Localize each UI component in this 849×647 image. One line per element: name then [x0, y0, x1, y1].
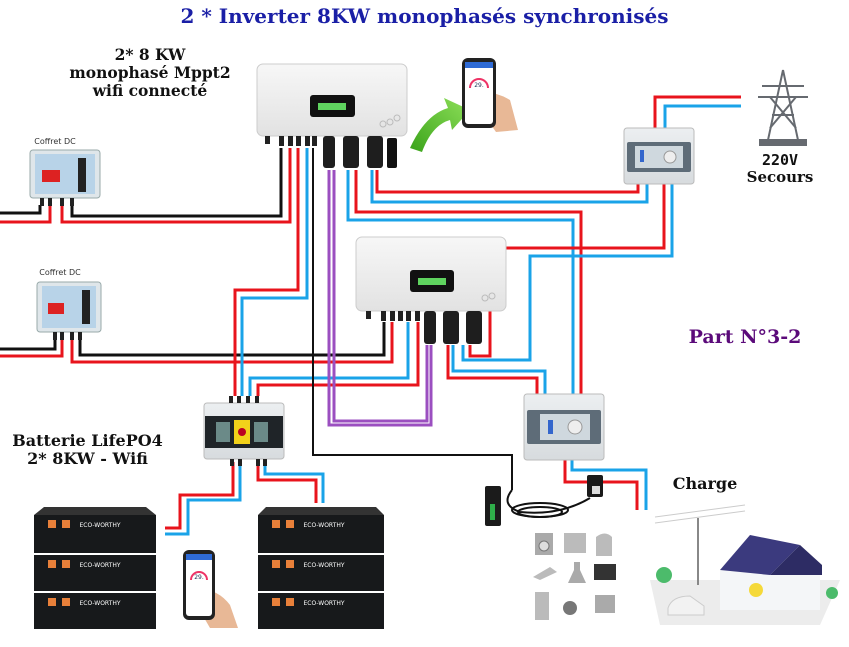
inverter-label-line3: wifi connecté: [92, 80, 208, 100]
wire-grid-red: [653, 95, 741, 128]
oven-icon: [595, 595, 615, 613]
wire-ct-black: [312, 148, 513, 490]
battery-brand-1b: ECO-WORTHY: [79, 562, 120, 569]
wire-bat1-red: [165, 462, 235, 530]
wire-dc1-to-inv1-black: [70, 148, 283, 218]
energy-meter: [485, 486, 501, 526]
wire-dc1-red: [0, 206, 52, 224]
wire-dc2-red: [0, 340, 64, 358]
inverter-2: [355, 236, 507, 344]
phone-app-1: 29.: [462, 58, 518, 132]
wire-grid-blue: [663, 104, 741, 128]
dc-box-1-label: Coffret DC: [34, 137, 76, 146]
wire-bat2-red: [256, 462, 318, 503]
wire-dc2-black: [0, 340, 57, 351]
battery-brand-1c: ECO-WORTHY: [79, 600, 120, 607]
house-illustration: [650, 504, 840, 625]
wires-layer: [0, 95, 741, 536]
ct-clamp: [506, 475, 603, 518]
load-distribution-box: [523, 393, 605, 461]
wire-bat1-blue: [165, 462, 242, 536]
vacuum-icon: [563, 601, 577, 615]
grid-voltage: 220V: [761, 151, 799, 169]
wire-inv1-ac-blue: [370, 170, 649, 204]
app-gauge-value-2: 29.: [194, 574, 204, 581]
tv-icon: [594, 564, 616, 580]
battery-label-line1: Batterie LifePO4: [12, 431, 163, 450]
power-pylon-icon: [758, 69, 808, 146]
wire-inv1-grid-red: [354, 170, 583, 394]
battery-stack-1: ECO-WORTHY ECO-WORTHY ECO-WORTHY: [34, 507, 156, 629]
appliances-icon-grid: [533, 533, 616, 620]
battery-stack-2: ECO-WORTHY ECO-WORTHY ECO-WORTHY: [258, 507, 384, 629]
battery-label-line2: 2* 8KW - Wifi: [27, 449, 148, 469]
wire-load-blue: [570, 460, 648, 510]
wire-inv1-ac-red: [375, 170, 640, 194]
iron-icon: [533, 567, 557, 580]
wire-inv1-bat-blue: [240, 148, 309, 396]
wire-comm-purple-1: [327, 170, 433, 427]
page-title: 2 * Inverter 8KW monophasés synchronisés: [180, 4, 669, 28]
kettle-icon: [596, 533, 612, 556]
backup-distribution-box: [623, 127, 695, 185]
battery-brand-2a: ECO-WORTHY: [303, 522, 344, 529]
inverter-1: [256, 63, 408, 168]
wire-inv2-load-blue: [451, 345, 547, 394]
inverter-label: 2* 8 KW monophasé Mppt2 wifi connecté: [40, 46, 260, 99]
wifi-dongle: [387, 138, 397, 168]
battery-switch-box: [203, 396, 285, 466]
battery-brand-2c: ECO-WORTHY: [303, 600, 344, 607]
wire-dc1-black: [0, 205, 42, 215]
wire-dc1-to-inv1-red: [60, 148, 292, 224]
wire-inv1-grid-blue: [346, 170, 575, 394]
charge-label: Charge: [672, 474, 738, 493]
part-label: Part N°3-2: [688, 326, 802, 348]
phone-app-2: 29.: [183, 550, 238, 628]
inverter-label-line2: monophasé Mppt2: [69, 62, 231, 82]
battery-label: Batterie LifePO4 2* 8KW - Wifi: [0, 431, 175, 469]
dc-combiner-box-2: [36, 281, 102, 340]
battery-brand-2b: ECO-WORTHY: [303, 562, 344, 569]
wire-backup-to-inv2-blue: [461, 184, 674, 362]
grid-label: 220V Secours: [730, 151, 830, 187]
wire-inv2-bat-red: [256, 322, 420, 396]
dc-combiner-box-1: [29, 149, 101, 206]
wire-dc2-to-inv2-black: [78, 322, 386, 357]
battery-brand-1a: ECO-WORTHY: [79, 522, 120, 529]
app-gauge-value: 29.: [474, 82, 484, 89]
hood-icon: [568, 562, 586, 583]
cooktop-icon: [564, 533, 586, 553]
fridge-icon: [535, 592, 549, 620]
wire-inv1-bat-red: [233, 148, 300, 396]
inverter-label-line1: 2* 8 KW: [114, 45, 186, 64]
wire-dc2-to-inv2-red: [70, 322, 394, 364]
wifi-arrow-icon: [410, 98, 470, 152]
wire-inv2-load-red: [446, 345, 539, 394]
wire-bat2-blue: [263, 462, 325, 503]
wire-comm-purple-2: [332, 170, 429, 423]
grid-backup-text: Secours: [746, 168, 814, 187]
dc-box-2-label: Coffret DC: [39, 268, 81, 277]
